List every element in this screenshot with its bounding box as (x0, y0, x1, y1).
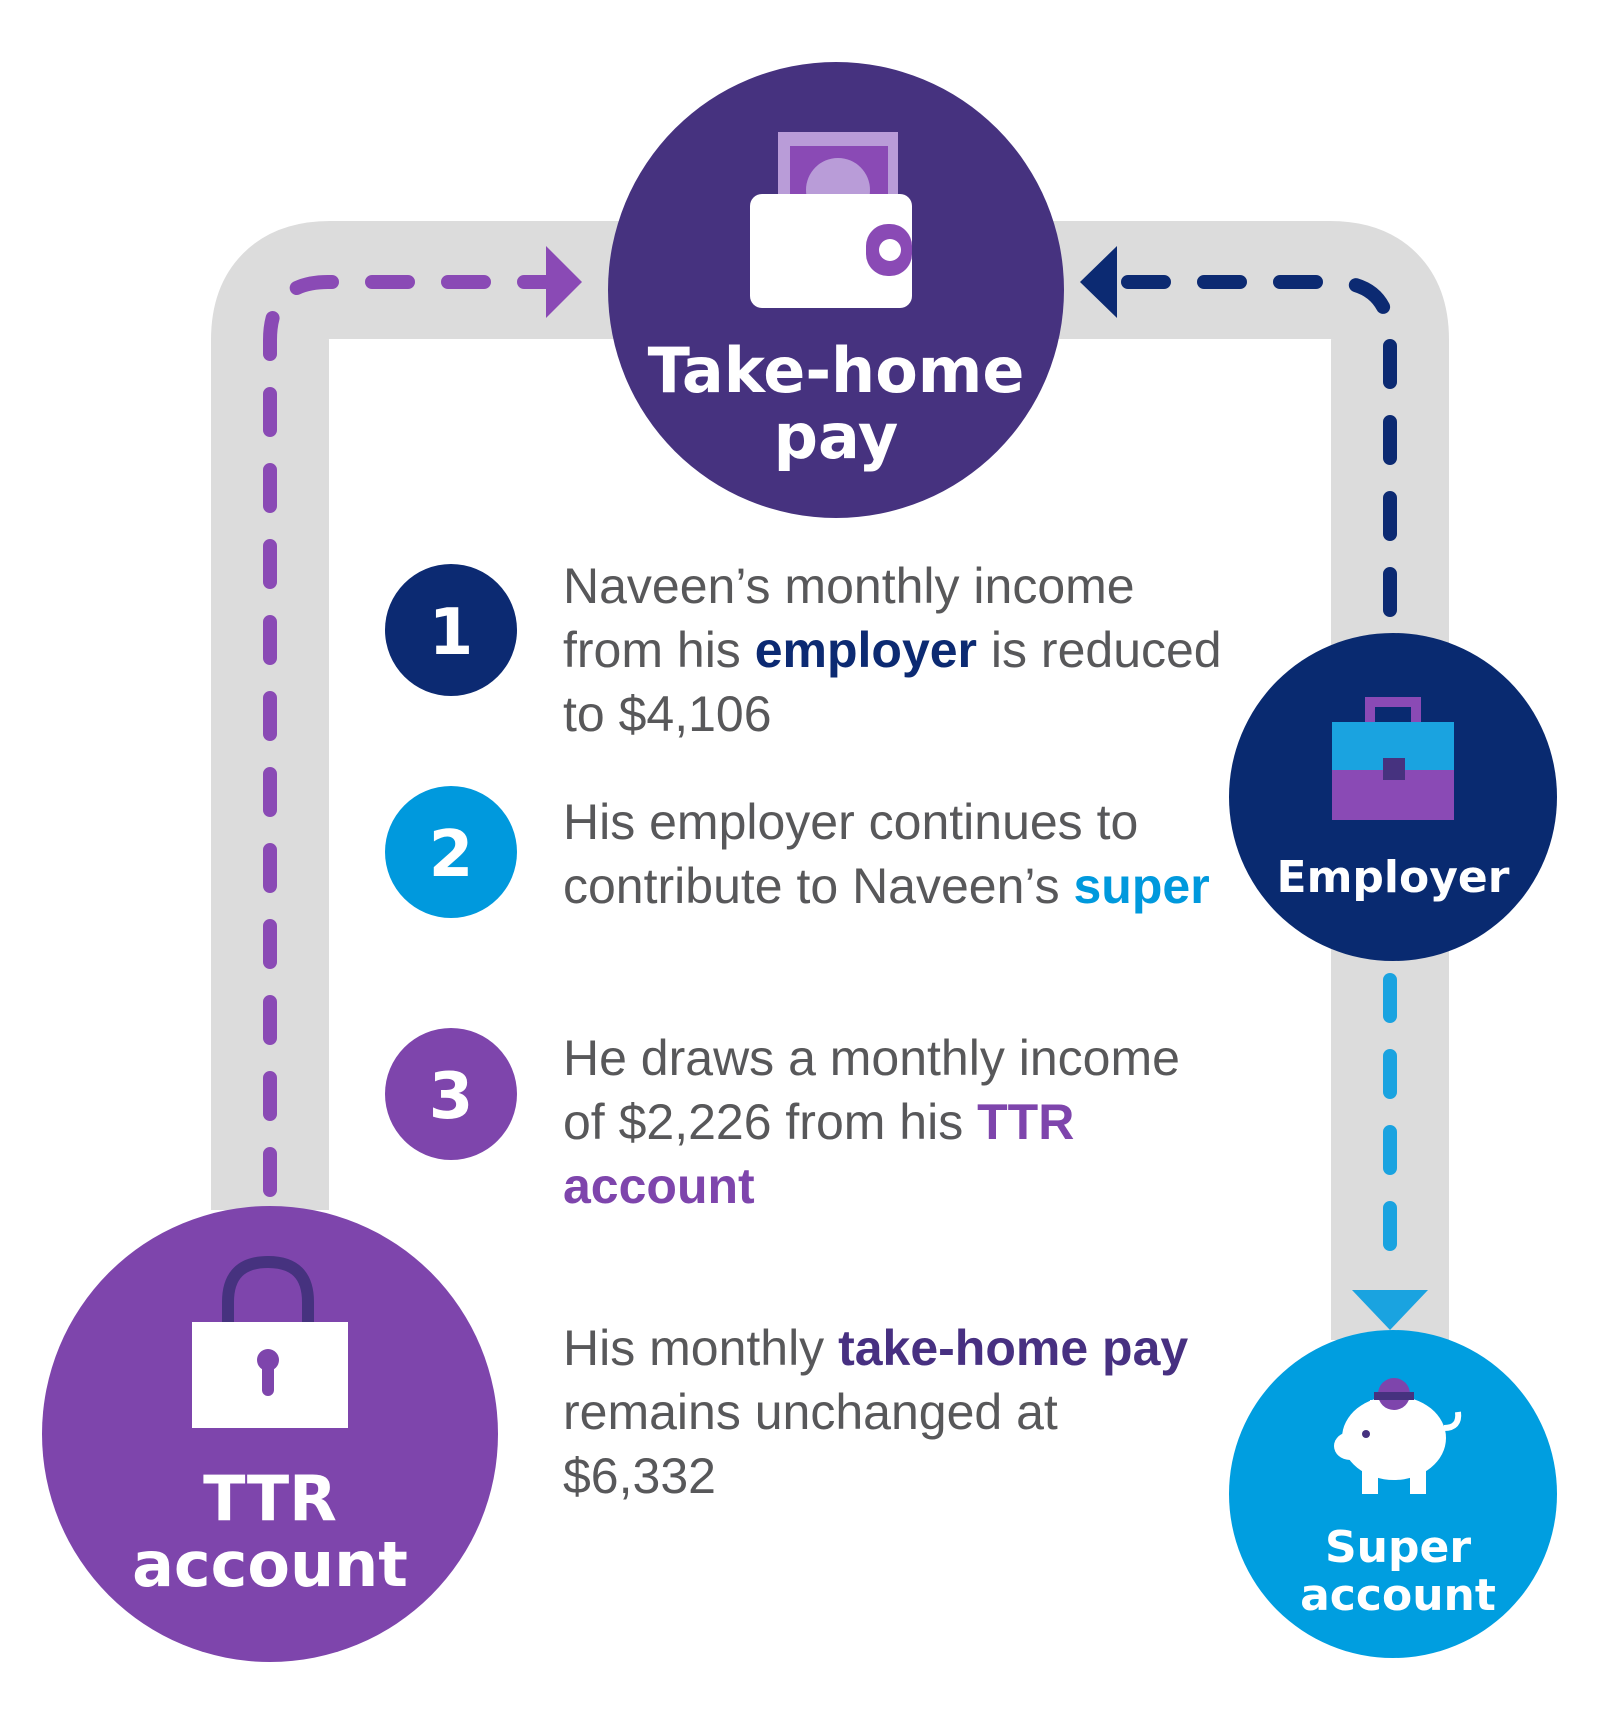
lock-icon (192, 1255, 348, 1428)
step-2-text-a: His employer continues to contribute to … (563, 794, 1139, 914)
summary-text-a: His monthly (563, 1320, 839, 1376)
step-badge-3-circle (385, 1028, 517, 1160)
wallet-icon (750, 132, 912, 308)
step-badge-2-number: 2 (429, 818, 474, 892)
employer-to-super-arrowhead (1352, 1290, 1428, 1330)
super-circle (1229, 1330, 1557, 1658)
step-2-highlight-super: super (1073, 858, 1210, 914)
step-badge-2: 2 (385, 786, 517, 918)
ttr-label-line2: account (132, 1528, 408, 1601)
ttr-label-line1: TTR (203, 1462, 337, 1535)
ttr-to-takehome-arrow (263, 275, 567, 1197)
briefcase-icon (1332, 697, 1454, 820)
employer-to-takehome-arrow (1108, 275, 1397, 617)
step-1-text-b: is reduced to $4,106 (563, 622, 1222, 742)
super-node: Super account (1229, 1330, 1557, 1658)
take-home-node: Take-home pay (608, 62, 1064, 518)
ttr-to-takehome-arrowhead (546, 246, 582, 318)
step-1-highlight-employer: employer (754, 622, 978, 678)
step-1-text: Naveen’s monthly income from his employe… (563, 554, 1223, 746)
employer-node: Employer (1229, 633, 1557, 961)
step-3-text-a: He draws a monthly income of $2,226 from… (563, 1030, 1180, 1150)
piggy-bank-icon (1334, 1378, 1462, 1494)
step-3-text: He draws a monthly income of $2,226 from… (563, 1026, 1223, 1218)
step-badge-1-number: 1 (429, 596, 474, 670)
step-3-highlight-ttr: TTR account (563, 1094, 1075, 1214)
ttr-circle (42, 1206, 498, 1662)
step-badge-1-circle (385, 564, 517, 696)
take-home-label-line2: pay (774, 400, 899, 473)
step-2-text: His employer continues to contribute to … (563, 790, 1223, 918)
step-badge-2-circle (385, 786, 517, 918)
take-home-label-line1: Take-home (648, 334, 1025, 407)
summary-text-b: remains unchanged at $6,332 (563, 1384, 1058, 1504)
employer-label: Employer (1277, 852, 1510, 903)
summary-text: His monthly take-home pay remains unchan… (563, 1316, 1223, 1508)
super-label-line2: account (1300, 1570, 1496, 1621)
ttr-node: TTR account (42, 1206, 498, 1662)
step-badge-1: 1 (385, 564, 517, 696)
step-1-text-a: Naveen’s monthly income from his (563, 558, 1135, 678)
step-badge-3: 3 (385, 1028, 517, 1160)
step-badge-3-number: 3 (429, 1060, 474, 1134)
employer-to-takehome-arrowhead (1080, 246, 1117, 318)
super-label-line1: Super (1325, 1522, 1471, 1573)
summary-highlight-take-home: take-home pay (838, 1320, 1189, 1376)
